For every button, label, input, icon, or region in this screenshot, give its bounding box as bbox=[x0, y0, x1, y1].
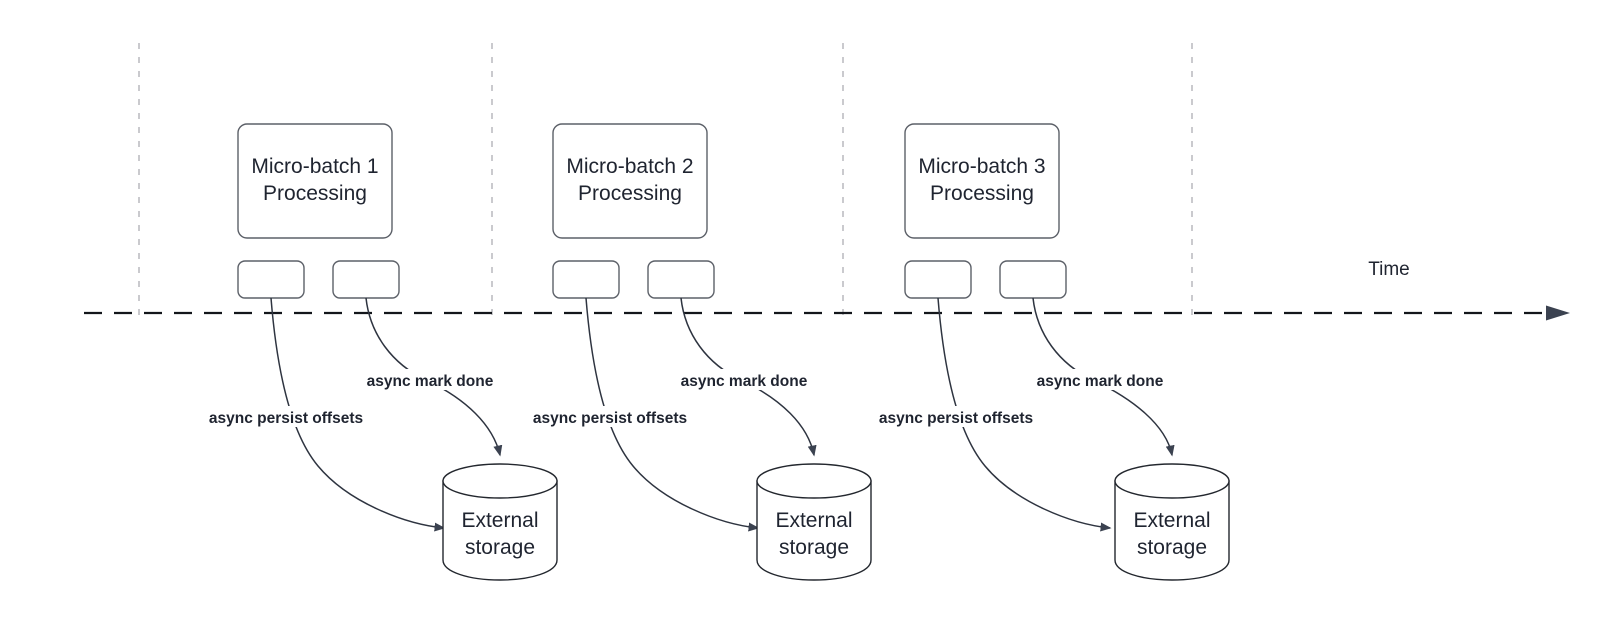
external-storage-cylinder-2[interactable]: External storage bbox=[756, 463, 872, 581]
mb2-task-box-a[interactable] bbox=[552, 260, 620, 299]
external-storage-cylinder-1[interactable]: External storage bbox=[442, 463, 558, 581]
mb2-persist-offsets-label: async persist offsets bbox=[533, 410, 687, 427]
mb3-task-box-a[interactable] bbox=[904, 260, 972, 299]
storage-1-label-line1: External bbox=[461, 509, 538, 532]
timeline-arrowhead-icon bbox=[1546, 305, 1570, 321]
storage-3-top-ellipse bbox=[1114, 463, 1230, 499]
storage-1-label-line2: storage bbox=[465, 536, 535, 559]
mb1-mark-done-label-plate bbox=[358, 369, 502, 390]
micro-batch-group-3: Micro-batch 3 Processing async mark done… bbox=[866, 123, 1230, 581]
micro-batch-1-processing-box[interactable] bbox=[237, 123, 393, 239]
mb3-persist-offsets-label-plate bbox=[866, 406, 1046, 427]
mb1-mark-done-label: async mark done bbox=[367, 373, 494, 390]
micro-batch-group-1: Micro-batch 1 Processing async mark done… bbox=[196, 123, 558, 581]
storage-2-top-ellipse bbox=[756, 463, 872, 499]
storage-1-body bbox=[442, 480, 558, 581]
mb2-mark-done-label: async mark done bbox=[681, 373, 808, 390]
micro-batch-1-label-line2: Processing bbox=[263, 182, 367, 205]
micro-batch-3-processing-box[interactable] bbox=[904, 123, 1060, 239]
mb2-task-box-b[interactable] bbox=[647, 260, 715, 299]
mb1-persist-offsets-edge bbox=[270, 297, 446, 532]
storage-1-top-ellipse bbox=[442, 463, 558, 499]
storage-2-label-line1: External bbox=[775, 509, 852, 532]
storage-3-body bbox=[1114, 480, 1230, 581]
micro-batch-3-label-line1: Micro-batch 3 bbox=[918, 155, 1045, 178]
storage-3-label-line1: External bbox=[1133, 509, 1210, 532]
mb2-persist-offsets-label-plate bbox=[520, 406, 700, 427]
micro-batch-group-2: Micro-batch 2 Processing async mark done… bbox=[520, 123, 872, 581]
external-storage-cylinder-3[interactable]: External storage bbox=[1114, 463, 1230, 581]
storage-2-body bbox=[756, 480, 872, 581]
micro-batch-3-label-line2: Processing bbox=[930, 182, 1034, 205]
mb2-persist-offsets-edge bbox=[585, 297, 760, 532]
mb3-persist-offsets-label: async persist offsets bbox=[879, 410, 1033, 427]
batch-boundary-dividers bbox=[138, 43, 1193, 318]
micro-batch-1-label-line1: Micro-batch 1 bbox=[251, 155, 378, 178]
mb1-task-box-a[interactable] bbox=[237, 260, 305, 299]
mb2-mark-done-label-plate bbox=[672, 369, 816, 390]
mb3-mark-done-label-plate bbox=[1028, 369, 1172, 390]
time-axis: Time bbox=[84, 259, 1570, 321]
storage-3-label-line2: storage bbox=[1137, 536, 1207, 559]
micro-batch-2-label-line2: Processing bbox=[578, 182, 682, 205]
micro-batch-2-label-line1: Micro-batch 2 bbox=[566, 155, 693, 178]
time-axis-label: Time bbox=[1368, 259, 1410, 280]
mb3-task-box-b[interactable] bbox=[999, 260, 1067, 299]
mb3-persist-offsets-edge bbox=[937, 297, 1112, 532]
mb3-mark-done-label: async mark done bbox=[1037, 373, 1164, 390]
micro-batch-2-processing-box[interactable] bbox=[552, 123, 708, 239]
mb1-persist-offsets-label: async persist offsets bbox=[209, 410, 363, 427]
mb1-persist-offsets-label-plate bbox=[196, 406, 376, 427]
storage-2-label-line2: storage bbox=[779, 536, 849, 559]
mb1-task-box-b[interactable] bbox=[332, 260, 400, 299]
